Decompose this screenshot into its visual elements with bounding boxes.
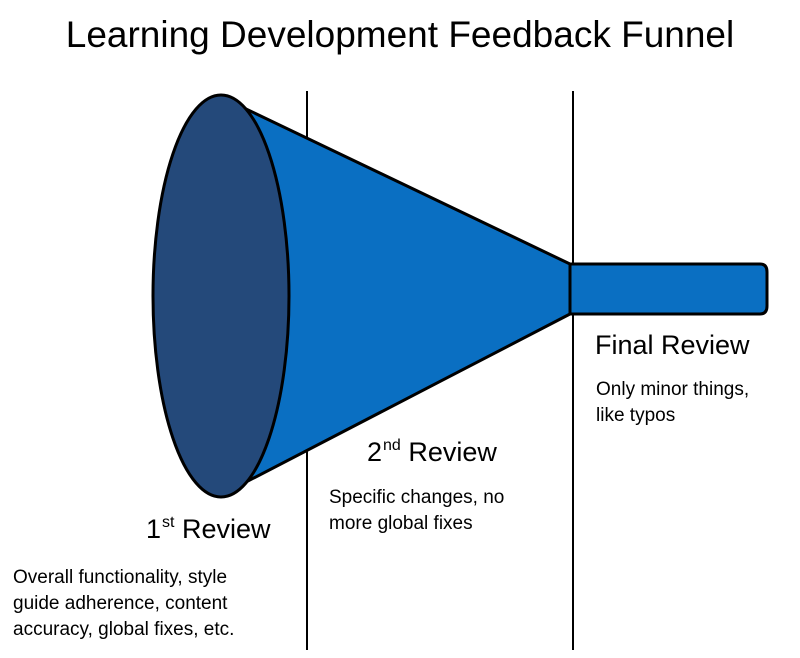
stage-2-description-line: Specific changes, no	[329, 487, 505, 508]
stage-1-description-line: Overall functionality, style	[13, 567, 228, 588]
stage-3-title: Final Review	[595, 330, 750, 360]
stage-2-title: 2nd Review	[367, 437, 497, 467]
stage-1-description-line: guide adherence, content	[13, 593, 228, 614]
funnel-mouth	[151, 93, 291, 499]
funnel-body	[219, 95, 769, 497]
stage-3-description-line: like typos	[596, 405, 676, 426]
stage-2-description: Specific changes, no more global fixes	[329, 485, 504, 537]
stage-3-description: Only minor things, like typos	[596, 377, 749, 429]
stage-1-description-line: accuracy, global fixes, etc.	[13, 619, 235, 640]
stage-2-description-line: more global fixes	[329, 513, 473, 534]
stage-1-description: Overall functionality, style guide adher…	[13, 565, 234, 643]
stage-1-title: 1st Review	[146, 514, 271, 544]
diagram-title: Learning Development Feedback Funnel	[65, 14, 735, 55]
stage-3-description-line: Only minor things,	[596, 379, 750, 400]
